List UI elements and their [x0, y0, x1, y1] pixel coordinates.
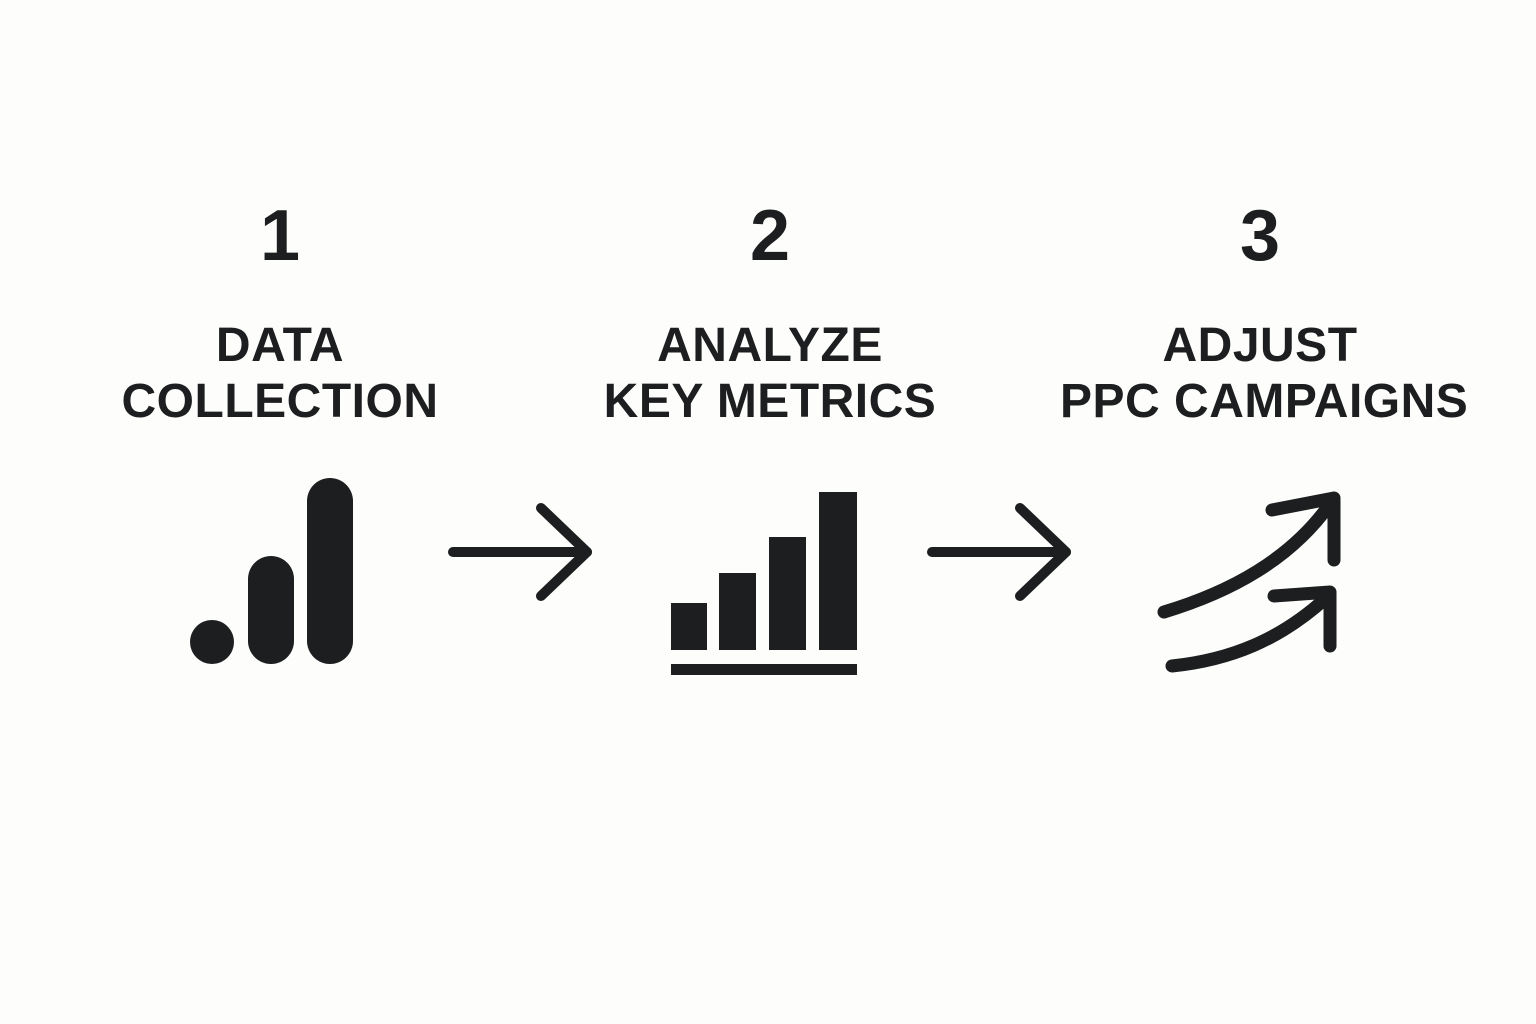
step-title-line-2: PPC CAMPAIGNS [1060, 375, 1469, 428]
step-title: DATA COLLECTION [80, 318, 480, 430]
step-title: ADJUST PPC CAMPAIGNS [1060, 318, 1469, 430]
analytics-bars-icon [190, 478, 353, 664]
step-title-line-1: ANALYZE [657, 319, 883, 372]
trending-up-arrows-icon [1157, 491, 1341, 673]
step-title-line-2: KEY METRICS [603, 375, 937, 428]
step-number: 1 [259, 196, 301, 276]
arrow-right-icon [448, 503, 592, 601]
bar-chart-icon [671, 492, 857, 675]
step-title-line-1: ADJUST [1162, 319, 1358, 372]
step-number: 2 [749, 196, 791, 276]
step-title: ANALYZE KEY METRICS [570, 318, 970, 430]
step-number: 3 [1239, 196, 1281, 276]
step-title-line-1: DATA [215, 319, 345, 372]
step-title-line-2: COLLECTION [121, 375, 439, 428]
arrow-right-icon [927, 503, 1071, 601]
